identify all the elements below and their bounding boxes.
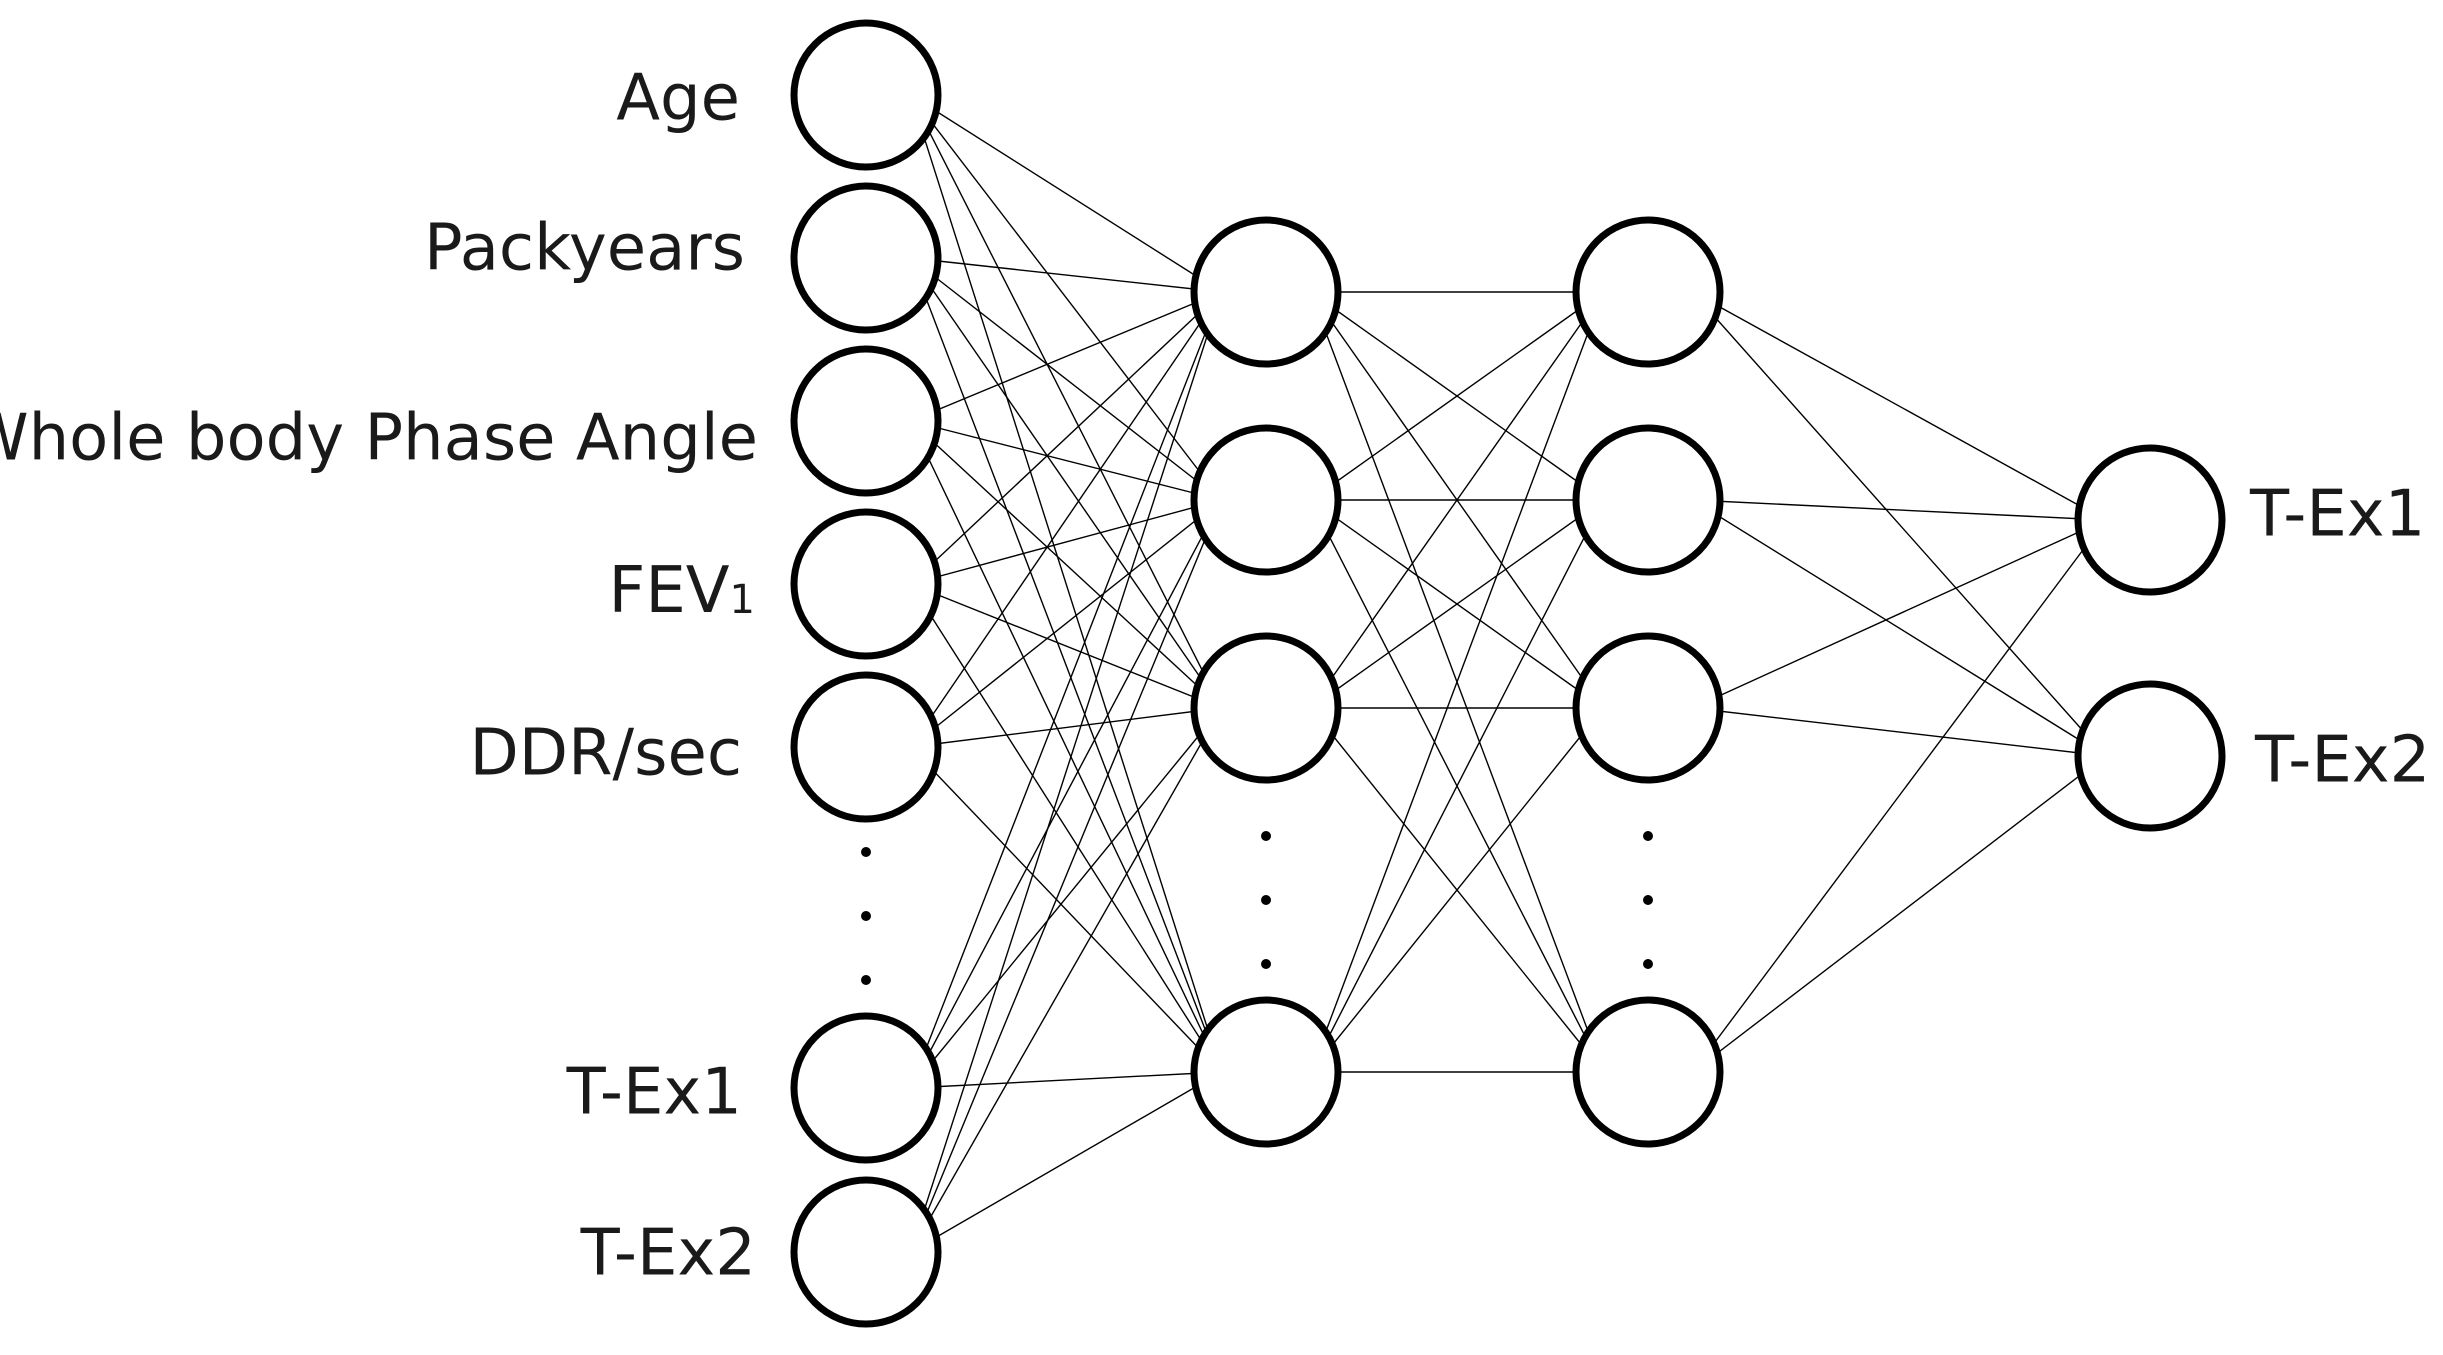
output-node-1 [2074, 444, 2226, 596]
hidden1-ellipsis-dot-1 [1261, 831, 1271, 841]
hidden2-node-1 [1572, 216, 1724, 368]
input-label-age: Age [616, 62, 740, 136]
hidden2-node-3 [1572, 632, 1724, 784]
edge-l0-n3-to-n1 [910, 499, 1222, 585]
hidden1-node-4 [1190, 996, 1342, 1148]
connection-edges [909, 94, 2106, 1253]
edge-l0-n0-to-n0 [910, 94, 1222, 293]
edge-l0-n5-to-n2 [910, 707, 1222, 1089]
edge-l1-n1-to-n0 [1310, 291, 1604, 501]
edge-l0-n2-to-n3 [910, 420, 1222, 1073]
edge-l0-n6-to-n1 [909, 499, 1223, 1253]
input-node-2 [790, 182, 942, 334]
edge-l1-n3-to-n1 [1310, 499, 1604, 1073]
edge-l0-n0-to-n1 [910, 94, 1222, 501]
hidden2-node-2 [1572, 424, 1724, 576]
input-node-5 [790, 671, 942, 823]
fev-subscript: 1 [730, 577, 755, 623]
input-label-t-ex2: T-Ex2 [580, 1217, 756, 1291]
edge-l0-n2-to-n2 [910, 420, 1222, 709]
hidden2-ellipsis-dot-1 [1643, 831, 1653, 841]
hidden1-ellipsis-dot-3 [1261, 959, 1271, 969]
hidden1-node-2 [1190, 424, 1342, 576]
edge-l2-n3-to-n1 [1692, 755, 2106, 1073]
edge-l0-n1-to-n1 [910, 257, 1222, 501]
input-label-packyears: Packyears [424, 212, 745, 286]
input-node-1 [790, 19, 942, 171]
edge-l2-n0-to-n1 [1692, 291, 2106, 757]
edge-l0-n4-to-n0 [910, 291, 1222, 748]
edge-l1-n2-to-n1 [1310, 499, 1604, 709]
edge-l2-n2-to-n0 [1692, 519, 2106, 709]
input-ellipsis-dot-3 [861, 975, 871, 985]
edge-l0-n0-to-n3 [909, 94, 1223, 1073]
input-node-3 [790, 345, 942, 497]
output-label-t-ex1: T-Ex1 [2249, 478, 2425, 552]
edge-l0-n2-to-n0 [910, 291, 1222, 422]
edge-l0-n3-to-n3 [910, 583, 1222, 1073]
input-node-7 [790, 1176, 942, 1328]
input-label-phase-angle: Whole body Phase Angle [0, 402, 758, 476]
edge-l0-n4-to-n1 [910, 499, 1222, 748]
edge-l0-n1-to-n0 [910, 257, 1222, 293]
input-ellipsis-dot-2 [861, 911, 871, 921]
edge-l0-n1-to-n3 [909, 257, 1223, 1073]
edge-l2-n1-to-n1 [1692, 499, 2106, 757]
edge-l0-n5-to-n1 [910, 499, 1222, 1089]
edge-l0-n6-to-n2 [910, 707, 1222, 1253]
edge-l0-n4-to-n3 [910, 746, 1222, 1073]
edge-l0-n5-to-n0 [909, 291, 1223, 1089]
edge-l0-n5-to-n3 [910, 1071, 1222, 1089]
network-nodes [790, 19, 2226, 1328]
edge-l0-n6-to-n3 [910, 1071, 1222, 1253]
edge-l1-n3-to-n2 [1310, 707, 1604, 1073]
edge-l0-n4-to-n2 [910, 707, 1222, 748]
input-node-6 [790, 1012, 942, 1164]
ellipsis-markers [861, 831, 1653, 985]
edge-l1-n3-to-n0 [1309, 291, 1605, 1073]
edge-l2-n3-to-n0 [1692, 519, 2106, 1073]
hidden1-node-1 [1190, 216, 1342, 368]
fev-text: FEV [609, 554, 730, 628]
edge-l2-n0-to-n0 [1692, 291, 2106, 521]
hidden1-ellipsis-dot-2 [1261, 895, 1271, 905]
hidden2-ellipsis-dot-3 [1643, 959, 1653, 969]
edge-l0-n3-to-n2 [910, 583, 1222, 709]
input-label-t-ex1: T-Ex1 [566, 1056, 742, 1130]
input-label-fev1: FEV1 [609, 554, 755, 628]
edge-l0-n3-to-n0 [910, 291, 1222, 585]
input-label-ddr-sec: DDR/sec [470, 717, 743, 791]
edge-l1-n2-to-n0 [1310, 291, 1604, 709]
output-node-2 [2074, 680, 2226, 832]
edge-l0-n2-to-n1 [910, 420, 1222, 501]
edge-l0-n6-to-n0 [909, 291, 1223, 1253]
hidden2-node-4 [1572, 996, 1724, 1148]
hidden1-node-3 [1190, 632, 1342, 784]
edge-l0-n1-to-n2 [910, 257, 1222, 709]
input-node-4 [790, 508, 942, 660]
edge-l2-n2-to-n1 [1692, 707, 2106, 757]
edge-l2-n1-to-n0 [1692, 499, 2106, 521]
output-label-t-ex2: T-Ex2 [2254, 724, 2430, 798]
hidden2-ellipsis-dot-2 [1643, 895, 1653, 905]
input-ellipsis-dot-1 [861, 847, 871, 857]
edge-l0-n0-to-n2 [910, 94, 1222, 709]
